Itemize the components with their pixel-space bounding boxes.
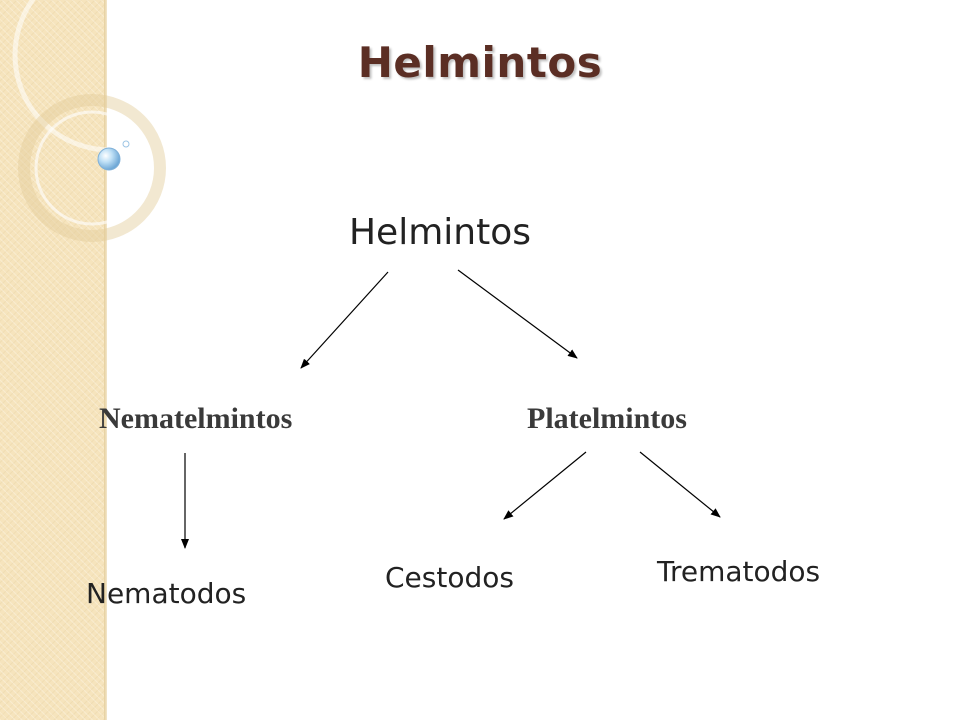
side-band-edge	[104, 0, 107, 720]
node-root: Helmintos	[348, 212, 531, 253]
node-platelmintos: Platelmintos	[527, 402, 687, 435]
node-nematodos: Nematodos	[86, 577, 247, 610]
node-nematelmintos: Nematelmintos	[99, 402, 293, 435]
arrow-platelmintos-to-cestodos	[503, 451, 587, 520]
arrow-root-to-nematelmintos	[300, 271, 389, 369]
slide-title: Helmintos	[357, 38, 603, 87]
node-cestodos: Cestodos	[385, 561, 514, 594]
arrow-root-to-platelmintos	[457, 269, 578, 359]
arrow-platelmintos-to-trematodos	[639, 451, 721, 518]
node-trematodos: Trematodos	[657, 555, 821, 588]
